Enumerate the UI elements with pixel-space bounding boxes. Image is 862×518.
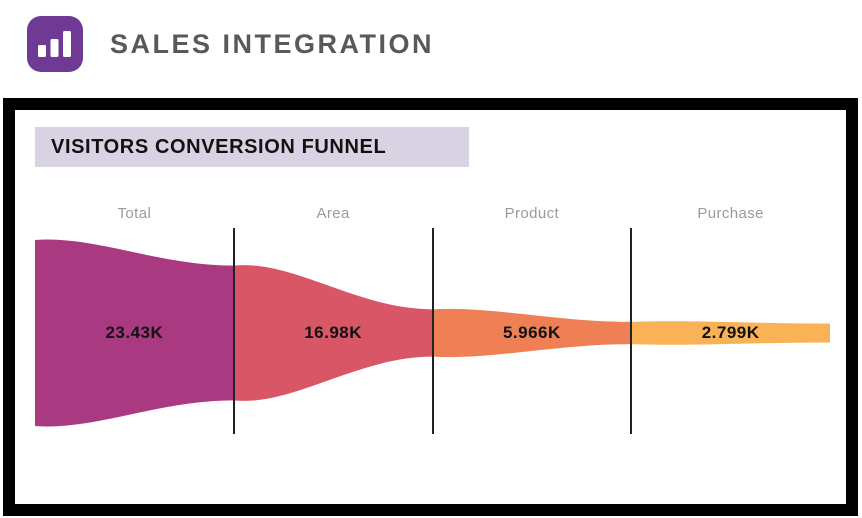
- bar-chart-icon: [38, 31, 71, 57]
- stage-value-total: 23.43K: [105, 323, 164, 342]
- stage-divider: [630, 228, 633, 434]
- funnel-segment-product: [432, 308, 632, 358]
- stage-value-area: 16.98K: [304, 323, 363, 342]
- funnel-segment-total: [35, 239, 234, 427]
- stage-divider: [232, 228, 235, 434]
- stage-divider: [431, 228, 434, 434]
- chart-title: VISITORS CONVERSION FUNNEL: [35, 127, 469, 167]
- funnel-chart: VISITORS CONVERSION FUNNEL Total 23.43K Ar…: [15, 110, 846, 504]
- dashboard-panel: VISITORS CONVERSION FUNNEL Total 23.43K Ar…: [3, 98, 858, 516]
- stage-label-purchase: Purchase: [697, 205, 764, 222]
- stage-label-product: Product: [504, 205, 560, 222]
- stage-label-total: Total: [117, 205, 152, 222]
- funnel-segment-area: [233, 265, 433, 401]
- funnel-segment-purchase: [631, 321, 830, 345]
- stage-value-purchase: 2.799K: [701, 323, 760, 342]
- funnel-svg: [35, 239, 830, 427]
- stage-value-product: 5.966K: [502, 323, 561, 342]
- app-header: SALES INTEGRATION: [27, 16, 434, 72]
- app-title: SALES INTEGRATION: [110, 28, 435, 59]
- app-logo: [27, 16, 83, 72]
- stage-label-area: Area: [316, 205, 350, 222]
